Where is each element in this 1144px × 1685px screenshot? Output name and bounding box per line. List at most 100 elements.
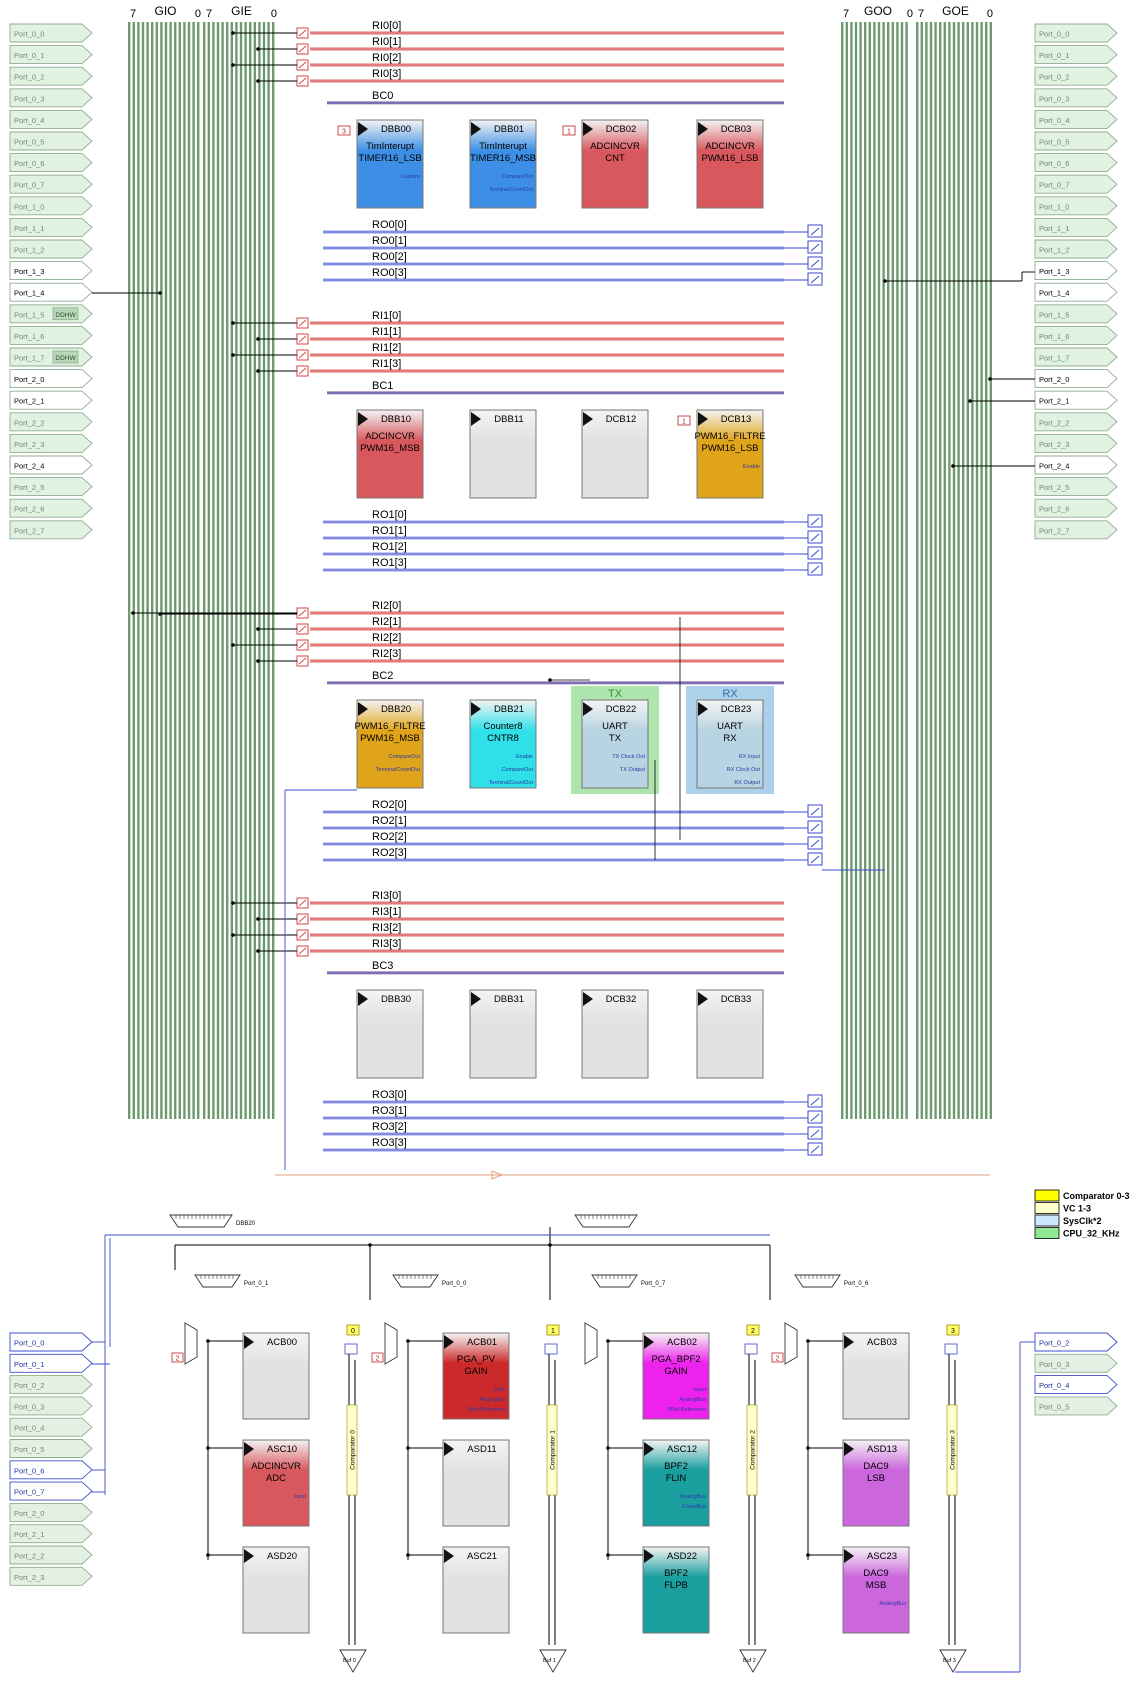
- input-mux[interactable]: [785, 1323, 797, 1364]
- analog-left-port-tag[interactable]: Port_2_3: [10, 1567, 92, 1585]
- analog-left-port-tag[interactable]: Port_0_6: [10, 1461, 92, 1479]
- analog-left-port-tag[interactable]: Port_0_3: [10, 1397, 92, 1415]
- ro-switch[interactable]: [808, 805, 822, 817]
- ro-switch[interactable]: [808, 563, 822, 575]
- right-port-tag[interactable]: Port_1_6: [1035, 326, 1117, 344]
- ro-switch[interactable]: [808, 1127, 822, 1139]
- ri-switch[interactable]: [297, 334, 308, 344]
- left-port-tag[interactable]: Port_0_2: [10, 67, 92, 85]
- analog-block-asd11[interactable]: ASD11: [406, 1440, 509, 1526]
- analog-column-mux[interactable]: Port_0_6: [795, 1275, 869, 1287]
- ri-switch[interactable]: [297, 350, 308, 360]
- right-port-tag[interactable]: Port_0_6: [1035, 154, 1117, 172]
- left-port-tag[interactable]: Port_2_6: [10, 499, 92, 517]
- left-port-tag[interactable]: Port_2_0: [10, 370, 92, 388]
- right-port-tag[interactable]: Port_1_2: [1035, 240, 1117, 258]
- analog-top-mux-right[interactable]: [575, 1215, 637, 1227]
- right-port-tag[interactable]: Port_1_1: [1035, 218, 1117, 236]
- ri-switch[interactable]: [297, 608, 308, 618]
- right-port-tag[interactable]: Port_1_5: [1035, 305, 1117, 323]
- right-port-tag[interactable]: Port_0_3: [1035, 89, 1117, 107]
- analog-left-port-tag[interactable]: Port_2_1: [10, 1525, 92, 1543]
- ri-switch[interactable]: [297, 914, 308, 924]
- analog-column-mux[interactable]: Port_0_1: [195, 1275, 269, 1287]
- left-port-tag[interactable]: Port_1_0: [10, 197, 92, 215]
- analog-block-acb00[interactable]: ACB00: [206, 1333, 309, 1419]
- right-port-tag[interactable]: Port_1_3: [1035, 262, 1117, 280]
- analog-right-port-tag[interactable]: Port_0_2: [1035, 1333, 1117, 1351]
- right-port-tag[interactable]: Port_2_1: [1035, 391, 1117, 409]
- left-port-tag[interactable]: Port_0_5: [10, 132, 92, 150]
- left-port-tag[interactable]: Port_1_7: [10, 348, 92, 366]
- analog-column-mux[interactable]: Port_0_0: [393, 1275, 467, 1287]
- analog-right-port-tag[interactable]: Port_0_3: [1035, 1354, 1117, 1372]
- right-port-tag[interactable]: Port_2_3: [1035, 434, 1117, 452]
- digital-block-dbb31[interactable]: DBB31: [470, 990, 536, 1078]
- ri-switch[interactable]: [297, 640, 308, 650]
- analog-left-port-tag[interactable]: Port_0_7: [10, 1482, 92, 1500]
- right-port-tag[interactable]: Port_2_4: [1035, 456, 1117, 474]
- left-port-tag[interactable]: Port_0_6: [10, 154, 92, 172]
- ro-switch[interactable]: [808, 1143, 822, 1155]
- right-port-tag[interactable]: Port_0_1: [1035, 46, 1117, 64]
- analog-block-acb03[interactable]: ACB03: [806, 1333, 909, 1419]
- analog-left-port-tag[interactable]: Port_2_0: [10, 1503, 92, 1521]
- right-port-tag[interactable]: Port_1_7: [1035, 348, 1117, 366]
- ro-switch[interactable]: [808, 225, 822, 237]
- left-port-tag[interactable]: Port_2_7: [10, 521, 92, 539]
- digital-block-dbb20[interactable]: DBB20PWM16_FILTREPWM16_MSBCompareOutTerm…: [354, 700, 425, 788]
- left-port-tag[interactable]: Port_0_4: [10, 110, 92, 128]
- ri-switch[interactable]: [297, 946, 308, 956]
- analog-block-asc21[interactable]: ASC21: [406, 1547, 509, 1633]
- ri-switch[interactable]: [297, 318, 308, 328]
- left-port-tag[interactable]: Port_0_1: [10, 46, 92, 64]
- input-mux[interactable]: [385, 1323, 397, 1364]
- digital-block-dbb30[interactable]: DBB30: [357, 990, 423, 1078]
- left-port-tag[interactable]: Port_0_7: [10, 175, 92, 193]
- analog-left-port-tag[interactable]: Port_0_5: [10, 1440, 92, 1458]
- left-port-tag[interactable]: Port_1_5: [10, 305, 92, 323]
- ro-switch[interactable]: [808, 853, 822, 865]
- right-port-tag[interactable]: Port_2_2: [1035, 413, 1117, 431]
- analog-left-port-tag[interactable]: Port_0_2: [10, 1376, 92, 1394]
- ri-switch[interactable]: [297, 60, 308, 70]
- digital-block-dcb33[interactable]: DCB33: [697, 990, 763, 1078]
- right-port-tag[interactable]: Port_0_5: [1035, 132, 1117, 150]
- left-port-tag[interactable]: Port_2_4: [10, 456, 92, 474]
- ro-switch[interactable]: [808, 1111, 822, 1123]
- right-port-tag[interactable]: Port_0_4: [1035, 110, 1117, 128]
- input-mux[interactable]: [585, 1323, 597, 1364]
- ro-switch[interactable]: [808, 821, 822, 833]
- left-port-tag[interactable]: Port_1_3: [10, 262, 92, 280]
- digital-block-dbb21[interactable]: DBB21Counter8CNTR8EnableCompareOutTermin…: [470, 700, 536, 788]
- left-port-tag[interactable]: Port_2_1: [10, 391, 92, 409]
- left-port-tag[interactable]: Port_2_3: [10, 434, 92, 452]
- ro-switch[interactable]: [808, 515, 822, 527]
- ri-switch[interactable]: [297, 656, 308, 666]
- ri-switch[interactable]: [297, 366, 308, 376]
- digital-block-dbb01[interactable]: DBB01TimInteruptTIMER16_MSBCompareOutTer…: [470, 120, 536, 208]
- left-port-tag[interactable]: Port_1_4: [10, 283, 92, 301]
- left-port-tag[interactable]: Port_1_2: [10, 240, 92, 258]
- ri-switch[interactable]: [297, 44, 308, 54]
- left-port-tag[interactable]: Port_2_5: [10, 478, 92, 496]
- right-port-tag[interactable]: Port_1_0: [1035, 197, 1117, 215]
- ro-switch[interactable]: [808, 837, 822, 849]
- analog-right-port-tag[interactable]: Port_0_4: [1035, 1376, 1117, 1394]
- right-port-tag[interactable]: Port_2_5: [1035, 478, 1117, 496]
- ri-switch[interactable]: [297, 28, 308, 38]
- ri-switch[interactable]: [297, 930, 308, 940]
- right-port-tag[interactable]: Port_1_4: [1035, 283, 1117, 301]
- ri-switch[interactable]: [297, 76, 308, 86]
- analog-top-mux-left[interactable]: DBB20: [170, 1215, 256, 1227]
- analog-left-port-tag[interactable]: Port_0_4: [10, 1418, 92, 1436]
